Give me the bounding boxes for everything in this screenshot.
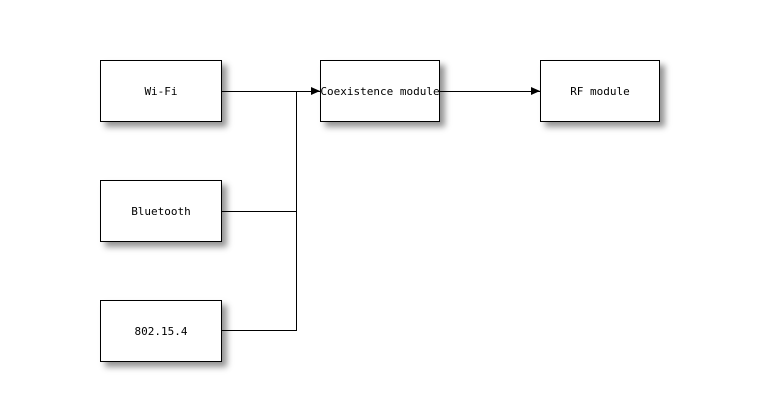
connector-bluetooth-to-bus <box>222 211 297 212</box>
arrowhead-into-rf-module <box>531 87 540 95</box>
block-bluetooth[interactable]: Bluetooth <box>100 180 222 242</box>
block-802-15-4-label: 802.15.4 <box>134 324 188 338</box>
block-rf-module-label: RF module <box>570 84 630 98</box>
connector-bus-to-coexistence <box>296 91 321 92</box>
block-coexistence-module-label: Coexistence module <box>320 84 440 98</box>
block-wifi-label: Wi-Fi <box>144 84 178 98</box>
block-802-15-4[interactable]: 802.15.4 <box>100 300 222 362</box>
block-wifi[interactable]: Wi-Fi <box>100 60 222 122</box>
block-coexistence-module[interactable]: Coexistence module <box>320 60 440 122</box>
connector-coexistence-to-rf <box>440 91 541 92</box>
connector-wifi-to-bus <box>222 91 297 92</box>
connector-802-15-4-to-bus <box>222 330 297 331</box>
connector-merge-bus <box>296 91 297 331</box>
block-bluetooth-label: Bluetooth <box>131 204 191 218</box>
arrowhead-into-coexistence <box>311 87 320 95</box>
block-rf-module[interactable]: RF module <box>540 60 660 122</box>
